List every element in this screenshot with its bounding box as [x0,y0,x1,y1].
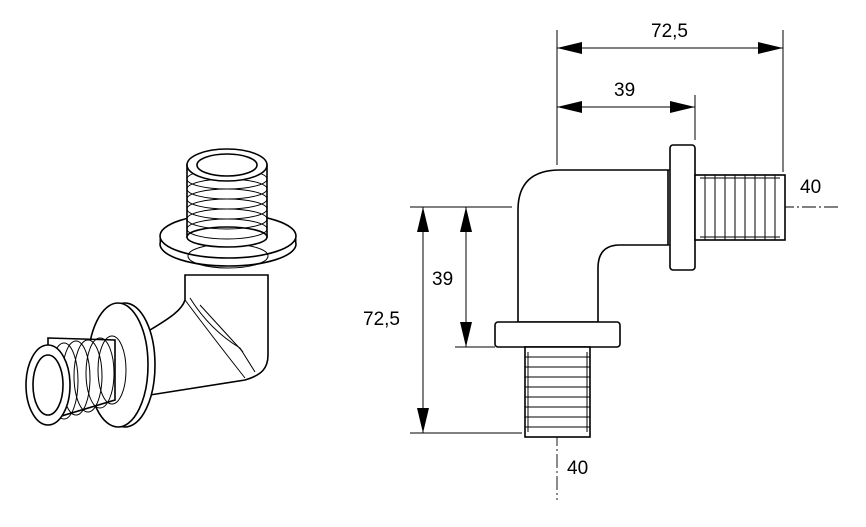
elbow-body-side [517,169,669,323]
dimension-lines [410,30,784,434]
orthographic-elbow-fitting [494,144,840,500]
bottom-ribbed-outlet [524,346,591,438]
dim-left-partial: 39 [432,269,453,290]
right-flange [669,144,696,271]
bottom-flange [494,321,621,348]
dim-top-partial: 39 [614,80,635,101]
dim-top-overall: 72,5 [651,21,688,42]
elbow-body [149,274,269,396]
lower-ribbed-nipple [25,335,127,426]
dim-left-overall: 72,5 [363,309,400,330]
isometric-elbow-fitting [25,148,297,428]
upper-ribbed-nipple [186,148,268,248]
right-ribbed-outlet [694,174,786,241]
dim-bottom-outlet: 40 [567,458,588,479]
dim-right-outlet: 40 [800,177,821,198]
